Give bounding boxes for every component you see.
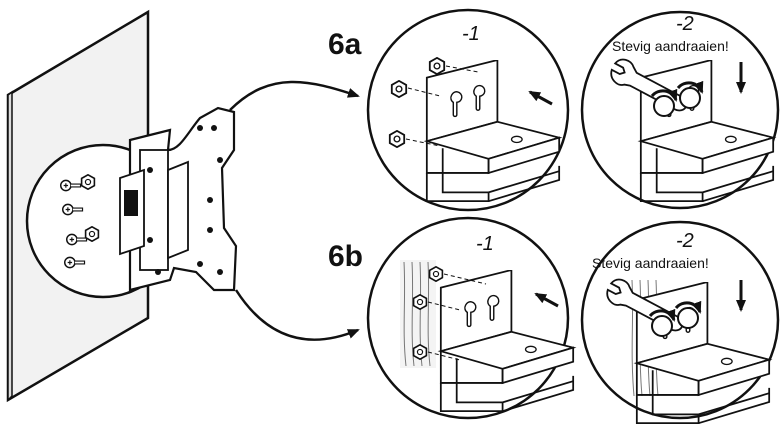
step-6b: 6b -1 -2 Stevig aandraai	[328, 216, 780, 425]
push-arrow-6a-1	[528, 90, 553, 106]
wall-edge	[7, 90, 13, 402]
panel-6b-2-sublabel: -2	[676, 230, 694, 252]
rotate-arrow-6b-2a	[648, 308, 676, 322]
arrow-to-6b	[234, 289, 360, 341]
panel-6a-1-sublabel: -1	[462, 23, 480, 45]
step-6a: 6a -1 -2 Stevig aandraaien!	[328, 8, 780, 212]
guide-lines-6a-1	[405, 65, 479, 147]
rotate-arrow-6a-2b	[676, 80, 704, 94]
step-label-6a: 6a	[328, 28, 362, 61]
rotate-arrow-6b-2b	[674, 300, 702, 314]
arrow-to-6a	[229, 80, 360, 111]
panel-6a-2: -2 Stevig aandraaien!	[580, 10, 780, 210]
panel-6b-1: -1	[366, 216, 575, 420]
panel-6b-2: -2 Stevig aandraaien!	[580, 220, 780, 425]
panel-6a-2-sublabel: -2	[676, 13, 694, 35]
rotate-arrow-6a-2a	[650, 88, 678, 102]
panel-6b-1-sublabel: -1	[476, 233, 494, 255]
panel-6a-2-note: Stevig aandraaien!	[612, 38, 729, 54]
push-arrow-6b-1	[534, 292, 559, 308]
wall-with-mount	[6, 9, 238, 403]
guide-lines-6b-1	[427, 273, 487, 361]
panel-6a-1: -1	[366, 8, 570, 212]
step-label-6b: 6b	[328, 240, 363, 273]
panel-6b-2-note: Stevig aandraaien!	[592, 255, 709, 271]
wall-mount-bracket	[119, 106, 238, 292]
